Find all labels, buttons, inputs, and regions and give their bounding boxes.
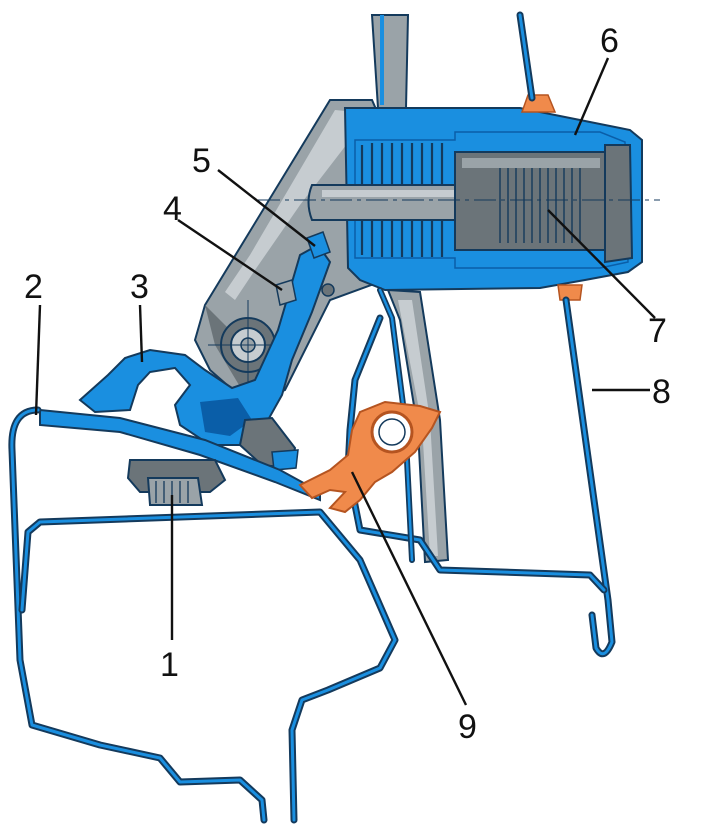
lever-inner-shadow <box>200 398 252 436</box>
clamp-bracket <box>39 408 321 506</box>
lever-bracket-4 <box>275 279 297 306</box>
callout-4: 4 <box>163 190 182 228</box>
drain-pipe-core <box>564 298 614 656</box>
mounting-plate-upper-inner <box>380 15 384 105</box>
leader-9 <box>350 471 468 706</box>
housing-bolt <box>321 283 335 297</box>
callout-8: 8 <box>652 373 671 411</box>
lever-arm <box>78 243 332 446</box>
leader-7 <box>547 209 656 319</box>
callout-6: 6 <box>600 22 619 60</box>
lever-pin-5 <box>306 231 331 259</box>
mounting-plate-upper <box>370 14 410 109</box>
mounting-plate-lower-edge <box>398 300 438 556</box>
body-panel-outer-core <box>10 408 266 822</box>
piston-grooves <box>499 160 581 243</box>
body-panel-floor-core <box>346 316 606 592</box>
callout-9: 9 <box>458 708 477 746</box>
callout-3: 3 <box>130 268 149 306</box>
housing-highlight <box>225 110 355 300</box>
body-panel <box>8 287 608 824</box>
leader-3 <box>138 304 144 363</box>
bottom-fitting <box>557 284 583 301</box>
piston <box>454 151 606 251</box>
cylinder-casing <box>258 94 660 301</box>
body-panel-inner <box>18 508 399 824</box>
leader-lines <box>34 57 656 706</box>
fork-clip <box>271 449 299 471</box>
callout-5: 5 <box>192 142 211 180</box>
bracket-strut-core <box>378 288 414 562</box>
orange-bracket <box>298 400 442 514</box>
callout-2: 2 <box>24 268 43 306</box>
supply-pipe-core <box>518 13 534 100</box>
leader-5 <box>217 169 316 247</box>
top-fitting <box>520 94 557 113</box>
leader-4 <box>177 219 283 291</box>
leader-2 <box>34 304 42 416</box>
orange-bracket-eye-inner <box>378 418 406 446</box>
callout-7: 7 <box>648 312 667 350</box>
lever-linkage <box>78 231 332 471</box>
callout-1: 1 <box>160 646 179 684</box>
piston-highlight <box>462 158 600 168</box>
callout-numbers: 1 2 3 4 5 6 7 8 9 <box>24 22 671 746</box>
body-panel-inner-core <box>20 510 397 822</box>
leader-6 <box>573 57 610 136</box>
clamp-plate <box>39 408 321 502</box>
pushrod-highlight <box>322 190 462 197</box>
cylinder-end-cap <box>604 144 634 264</box>
hydraulic-lines <box>516 11 616 658</box>
